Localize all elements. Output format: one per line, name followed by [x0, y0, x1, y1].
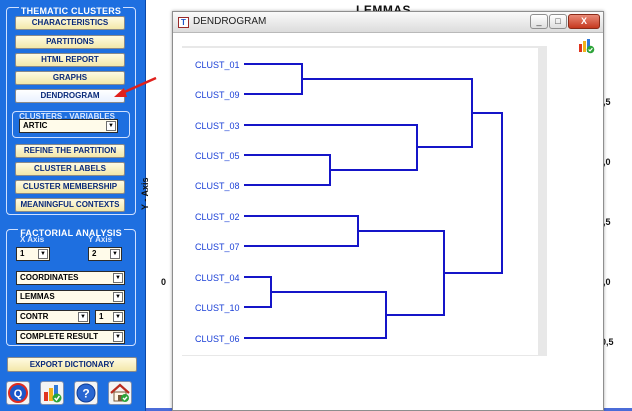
contr-number-select[interactable]: 1 ▼ [95, 310, 125, 324]
close-button[interactable]: X [568, 14, 600, 29]
leaf-label-clust-10: CLUST_10 [195, 303, 240, 313]
x-axis-select[interactable]: 1 ▼ [16, 247, 50, 261]
dendrogram-link-9 [444, 112, 503, 274]
variable-select[interactable]: ARTIC ▼ [19, 119, 118, 133]
y-tick-label: 1,0 [598, 157, 611, 167]
complete-result-value: COMPLETE RESULT [20, 332, 99, 341]
complete-result-select[interactable]: COMPLETE RESULT ▼ [16, 330, 125, 344]
y-axis-title: Y - Axis [140, 177, 150, 210]
coordinates-select[interactable]: COORDINATES ▼ [16, 271, 125, 285]
svg-text:Q: Q [14, 388, 23, 400]
lemmas-value: LEMMAS [20, 292, 55, 301]
leaf-label-clust-09: CLUST_09 [195, 90, 240, 100]
coordinates-value: COORDINATES [20, 273, 79, 282]
dendrogram-link-6 [244, 276, 272, 308]
y-axis-select[interactable]: 2 ▼ [88, 247, 122, 261]
lemmas-select[interactable]: LEMMAS ▼ [16, 290, 125, 304]
app-icon: T [178, 17, 189, 28]
chevron-down-icon: ▼ [78, 312, 88, 322]
leaf-label-clust-05: CLUST_05 [195, 151, 240, 161]
characteristics-button[interactable]: CHARACTERISTICS [15, 16, 125, 30]
export-dictionary-button[interactable]: EXPORT DICTIONARY [7, 357, 137, 372]
clusters-variables-title: CLUSTERS - VARIABLES [17, 112, 117, 121]
chevron-down-icon: ▼ [113, 312, 123, 322]
chevron-down-icon: ▼ [38, 249, 48, 259]
plot-canvas [182, 48, 538, 355]
dendrogram-link-5 [244, 215, 359, 247]
dendrogram-link-2 [244, 154, 331, 186]
export-chart-icon[interactable] [578, 37, 595, 54]
refine-partition-button[interactable]: REFINE THE PARTITION [15, 144, 125, 158]
cluster-membership-button[interactable]: CLUSTER MEMBERSHIP [15, 180, 125, 194]
y-tick-label: 0,0 [598, 277, 611, 287]
contr-value: CONTR [20, 312, 49, 321]
clusters-variables-group [12, 111, 130, 138]
minimize-button[interactable]: _ [530, 14, 548, 29]
y-tick-label: 0,5 [598, 217, 611, 227]
dendrogram-link-4 [302, 78, 473, 148]
y-axis-label-sidebar: Y Axis [88, 235, 113, 244]
thematic-clusters-group: THEMATIC CLUSTERS [6, 6, 136, 215]
leaf-label-clust-07: CLUST_07 [195, 242, 240, 252]
variable-select-value: ARTIC [23, 121, 48, 130]
home-icon[interactable] [108, 381, 132, 405]
cluster-labels-button[interactable]: CLUSTER LABELS [15, 162, 125, 176]
chevron-down-icon: ▼ [113, 332, 123, 342]
window-titlebar[interactable]: T DENDROGRAM _ □ X [173, 12, 603, 33]
leaf-label-clust-02: CLUST_02 [195, 212, 240, 222]
q-logo-icon[interactable]: Q [6, 381, 30, 405]
maximize-button[interactable]: □ [549, 14, 567, 29]
dendrogram-link-1 [244, 63, 303, 95]
dendrogram-link-7 [244, 291, 387, 339]
factorial-analysis-group: FACTORIAL ANALYSIS [6, 228, 136, 346]
chevron-down-icon: ▼ [113, 292, 123, 302]
leaf-label-clust-03: CLUST_03 [195, 121, 240, 131]
left-panel: THEMATIC CLUSTERS CHARACTERISTICS PARTIT… [0, 0, 157, 411]
leaf-label-clust-08: CLUST_08 [195, 181, 240, 191]
html-report-button[interactable]: HTML REPORT [15, 53, 125, 67]
graphs-button[interactable]: GRAPHS [15, 71, 125, 85]
window-title: DENDROGRAM [193, 16, 267, 27]
thematic-clusters-title: THEMATIC CLUSTERS [18, 6, 124, 16]
dendrogram-button[interactable]: DENDROGRAM [15, 89, 125, 103]
svg-text:?: ? [82, 387, 89, 401]
leaf-label-clust-06: CLUST_06 [195, 334, 240, 344]
x-origin-label: 0 [161, 277, 167, 287]
y-tick-label: -0,5 [598, 337, 614, 347]
annotation-arrow-icon [114, 76, 157, 97]
y-tick-label: 1,5 [598, 97, 611, 107]
y-axis-value: 2 [92, 249, 97, 258]
partitions-button[interactable]: PARTITIONS [15, 35, 125, 49]
dendrogram-link-8 [358, 230, 445, 316]
leaf-label-clust-01: CLUST_01 [195, 60, 240, 70]
chevron-down-icon: ▼ [110, 249, 120, 259]
chevron-down-icon: ▼ [106, 121, 116, 131]
contr-select[interactable]: CONTR ▼ [16, 310, 90, 324]
chevron-down-icon: ▼ [113, 273, 123, 283]
dendrogram-chart: CLUST_01CLUST_09CLUST_03CLUST_05CLUST_08… [195, 60, 503, 344]
help-icon[interactable]: ? [74, 381, 98, 405]
contr-number-value: 1 [99, 312, 104, 321]
meaningful-contexts-button[interactable]: MEANINGFUL CONTEXTS [15, 198, 125, 212]
x-axis-value: 1 [20, 249, 25, 258]
factorial-analysis-title: FACTORIAL ANALYSIS [18, 228, 124, 238]
x-axis-label: X Axis [20, 235, 45, 244]
leaf-label-clust-04: CLUST_04 [195, 273, 240, 283]
chart-check-icon[interactable] [40, 381, 64, 405]
